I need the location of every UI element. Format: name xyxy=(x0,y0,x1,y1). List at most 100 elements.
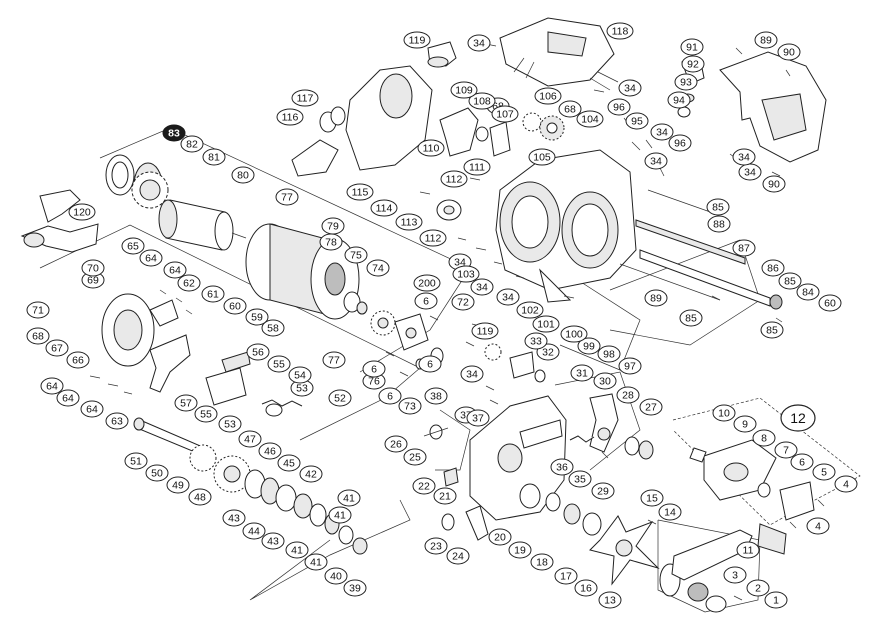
callout-bubble xyxy=(188,488,212,506)
callout-64: 64 xyxy=(80,400,104,418)
callout-bubble xyxy=(752,429,776,447)
callout-41: 41 xyxy=(285,541,309,559)
callout-bubble xyxy=(424,387,448,405)
callout-number: 99 xyxy=(583,341,595,353)
callout-bubble xyxy=(276,108,304,126)
callout-bubble xyxy=(424,537,448,555)
callout-bubble xyxy=(261,319,285,337)
callout-bubble xyxy=(403,31,431,49)
callout-34: 34 xyxy=(470,278,494,296)
callout-3: 3 xyxy=(723,566,747,584)
callout-bubble xyxy=(658,503,682,521)
callout-number: 10 xyxy=(718,408,730,420)
part-rods xyxy=(619,189,783,310)
callout-bubble xyxy=(322,351,346,369)
callout-bubble xyxy=(246,343,270,361)
callout-47: 47 xyxy=(238,430,262,448)
callout-79: 79 xyxy=(321,217,345,235)
callout-number: 64 xyxy=(145,253,157,265)
callout-88: 88 xyxy=(707,215,731,233)
callout-bubble xyxy=(121,237,145,255)
callout-4: 4 xyxy=(806,517,830,535)
callout-bubble xyxy=(488,528,512,546)
callout-bubble xyxy=(395,213,423,231)
callout-number: 34 xyxy=(738,152,750,164)
callout-number: 92 xyxy=(687,59,699,71)
part-handle-set-12 xyxy=(689,439,815,555)
callout-bubble xyxy=(398,397,422,415)
part-32-33 xyxy=(509,351,546,383)
callout-number: 15 xyxy=(646,493,658,505)
callout-bubble xyxy=(706,198,730,216)
callout-number: 72 xyxy=(457,297,469,309)
callout-number: 84 xyxy=(802,287,814,299)
callout-number: 70 xyxy=(87,263,99,275)
callout-114: 114 xyxy=(370,199,398,217)
callout-26: 26 xyxy=(384,435,408,453)
callout-bubble xyxy=(362,360,386,378)
callout-bubble xyxy=(650,123,674,141)
callout-bubble xyxy=(534,87,562,105)
callout-number: 14 xyxy=(664,507,676,519)
callout-41: 41 xyxy=(337,489,361,507)
callout-4: 4 xyxy=(834,475,858,493)
callout-number: 51 xyxy=(130,456,142,468)
reel-parts xyxy=(20,17,827,613)
part-gear-47 xyxy=(213,455,251,493)
callout-bubble xyxy=(467,34,491,52)
callout-28: 28 xyxy=(616,386,640,404)
callout-number: 119 xyxy=(477,326,494,338)
part-ring-118 xyxy=(319,106,346,133)
callout-bubble xyxy=(378,387,402,405)
callout-68: 68 xyxy=(558,100,582,118)
callout-bubble xyxy=(528,148,556,166)
callout-bubble xyxy=(328,506,352,524)
callout-bubble xyxy=(834,475,858,493)
part-17-18-19 xyxy=(545,492,602,536)
callout-number: 115 xyxy=(352,187,369,199)
callout-number: 91 xyxy=(686,42,698,54)
callout-number: 60 xyxy=(824,298,836,310)
callout-bubble xyxy=(760,321,784,339)
part-lever-63 xyxy=(149,334,191,393)
callout-bubble xyxy=(56,389,80,407)
callout-bubble xyxy=(681,55,705,73)
callout-77: 77 xyxy=(322,351,346,369)
callout-bubble xyxy=(177,274,201,292)
callout-bubble xyxy=(81,259,105,277)
callout-bubble xyxy=(139,249,163,267)
callout-bubble xyxy=(285,541,309,559)
callout-number: 6 xyxy=(799,457,805,469)
callout-bubble xyxy=(245,308,269,326)
callout-bubble xyxy=(337,489,361,507)
callout-bubble xyxy=(667,91,691,109)
part-bearing-113 xyxy=(436,199,462,221)
callout-bubble xyxy=(163,261,187,279)
callout-number: 114 xyxy=(376,203,393,215)
part-spring-52 xyxy=(261,399,303,417)
callout-number: 80 xyxy=(237,170,249,182)
callout-65: 65 xyxy=(121,237,145,255)
callout-42: 42 xyxy=(299,465,323,483)
callout-number: 34 xyxy=(502,292,514,304)
callout-number: 34 xyxy=(744,167,756,179)
callout-43: 43 xyxy=(261,532,285,550)
callout-bubble xyxy=(433,487,457,505)
callout-number: 22 xyxy=(418,481,430,493)
callout-106: 106 xyxy=(534,87,562,105)
callout-number: 23 xyxy=(430,541,442,553)
callout-number: 74 xyxy=(372,263,384,275)
callout-number: 112 xyxy=(446,174,463,186)
callout-bubble xyxy=(736,541,760,559)
callout-number: 6 xyxy=(387,391,393,403)
callout-number: 46 xyxy=(264,446,276,458)
callout-118: 118 xyxy=(606,22,634,40)
callout-bubble xyxy=(576,110,604,128)
callout-6: 6 xyxy=(414,292,438,310)
callout-17: 17 xyxy=(554,567,578,585)
callout-bubble xyxy=(412,477,436,495)
callout-number: 85 xyxy=(766,325,778,337)
callout-number: 116 xyxy=(282,112,299,124)
callout-number: 106 xyxy=(539,91,557,103)
callout-bubble xyxy=(644,152,668,170)
